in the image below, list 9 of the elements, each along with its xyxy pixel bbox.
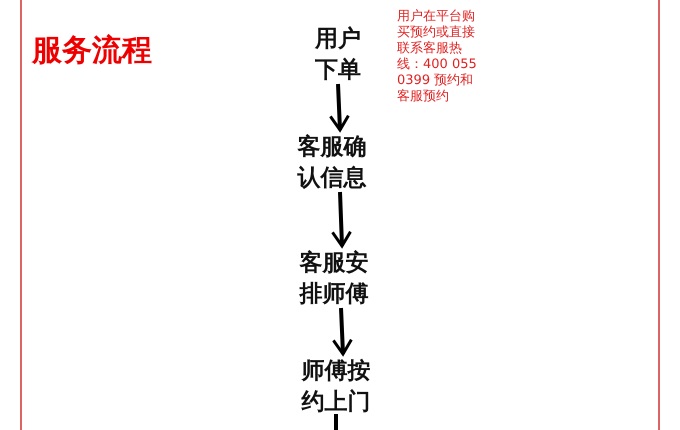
title: 服务流程	[32, 32, 152, 70]
arrow	[328, 84, 350, 132]
step-text: 客服安排师傅	[298, 248, 370, 310]
arrow	[331, 192, 352, 248]
arrow	[332, 308, 353, 356]
step-text: 客服确认信息	[296, 132, 368, 194]
note-text: 用户在平台购买预约或直接联系客服热线：400 055 0399 预约和客服预约	[397, 9, 478, 105]
step-text: 用户下单	[314, 24, 362, 86]
step-text: 师傅按约上门	[300, 356, 372, 418]
